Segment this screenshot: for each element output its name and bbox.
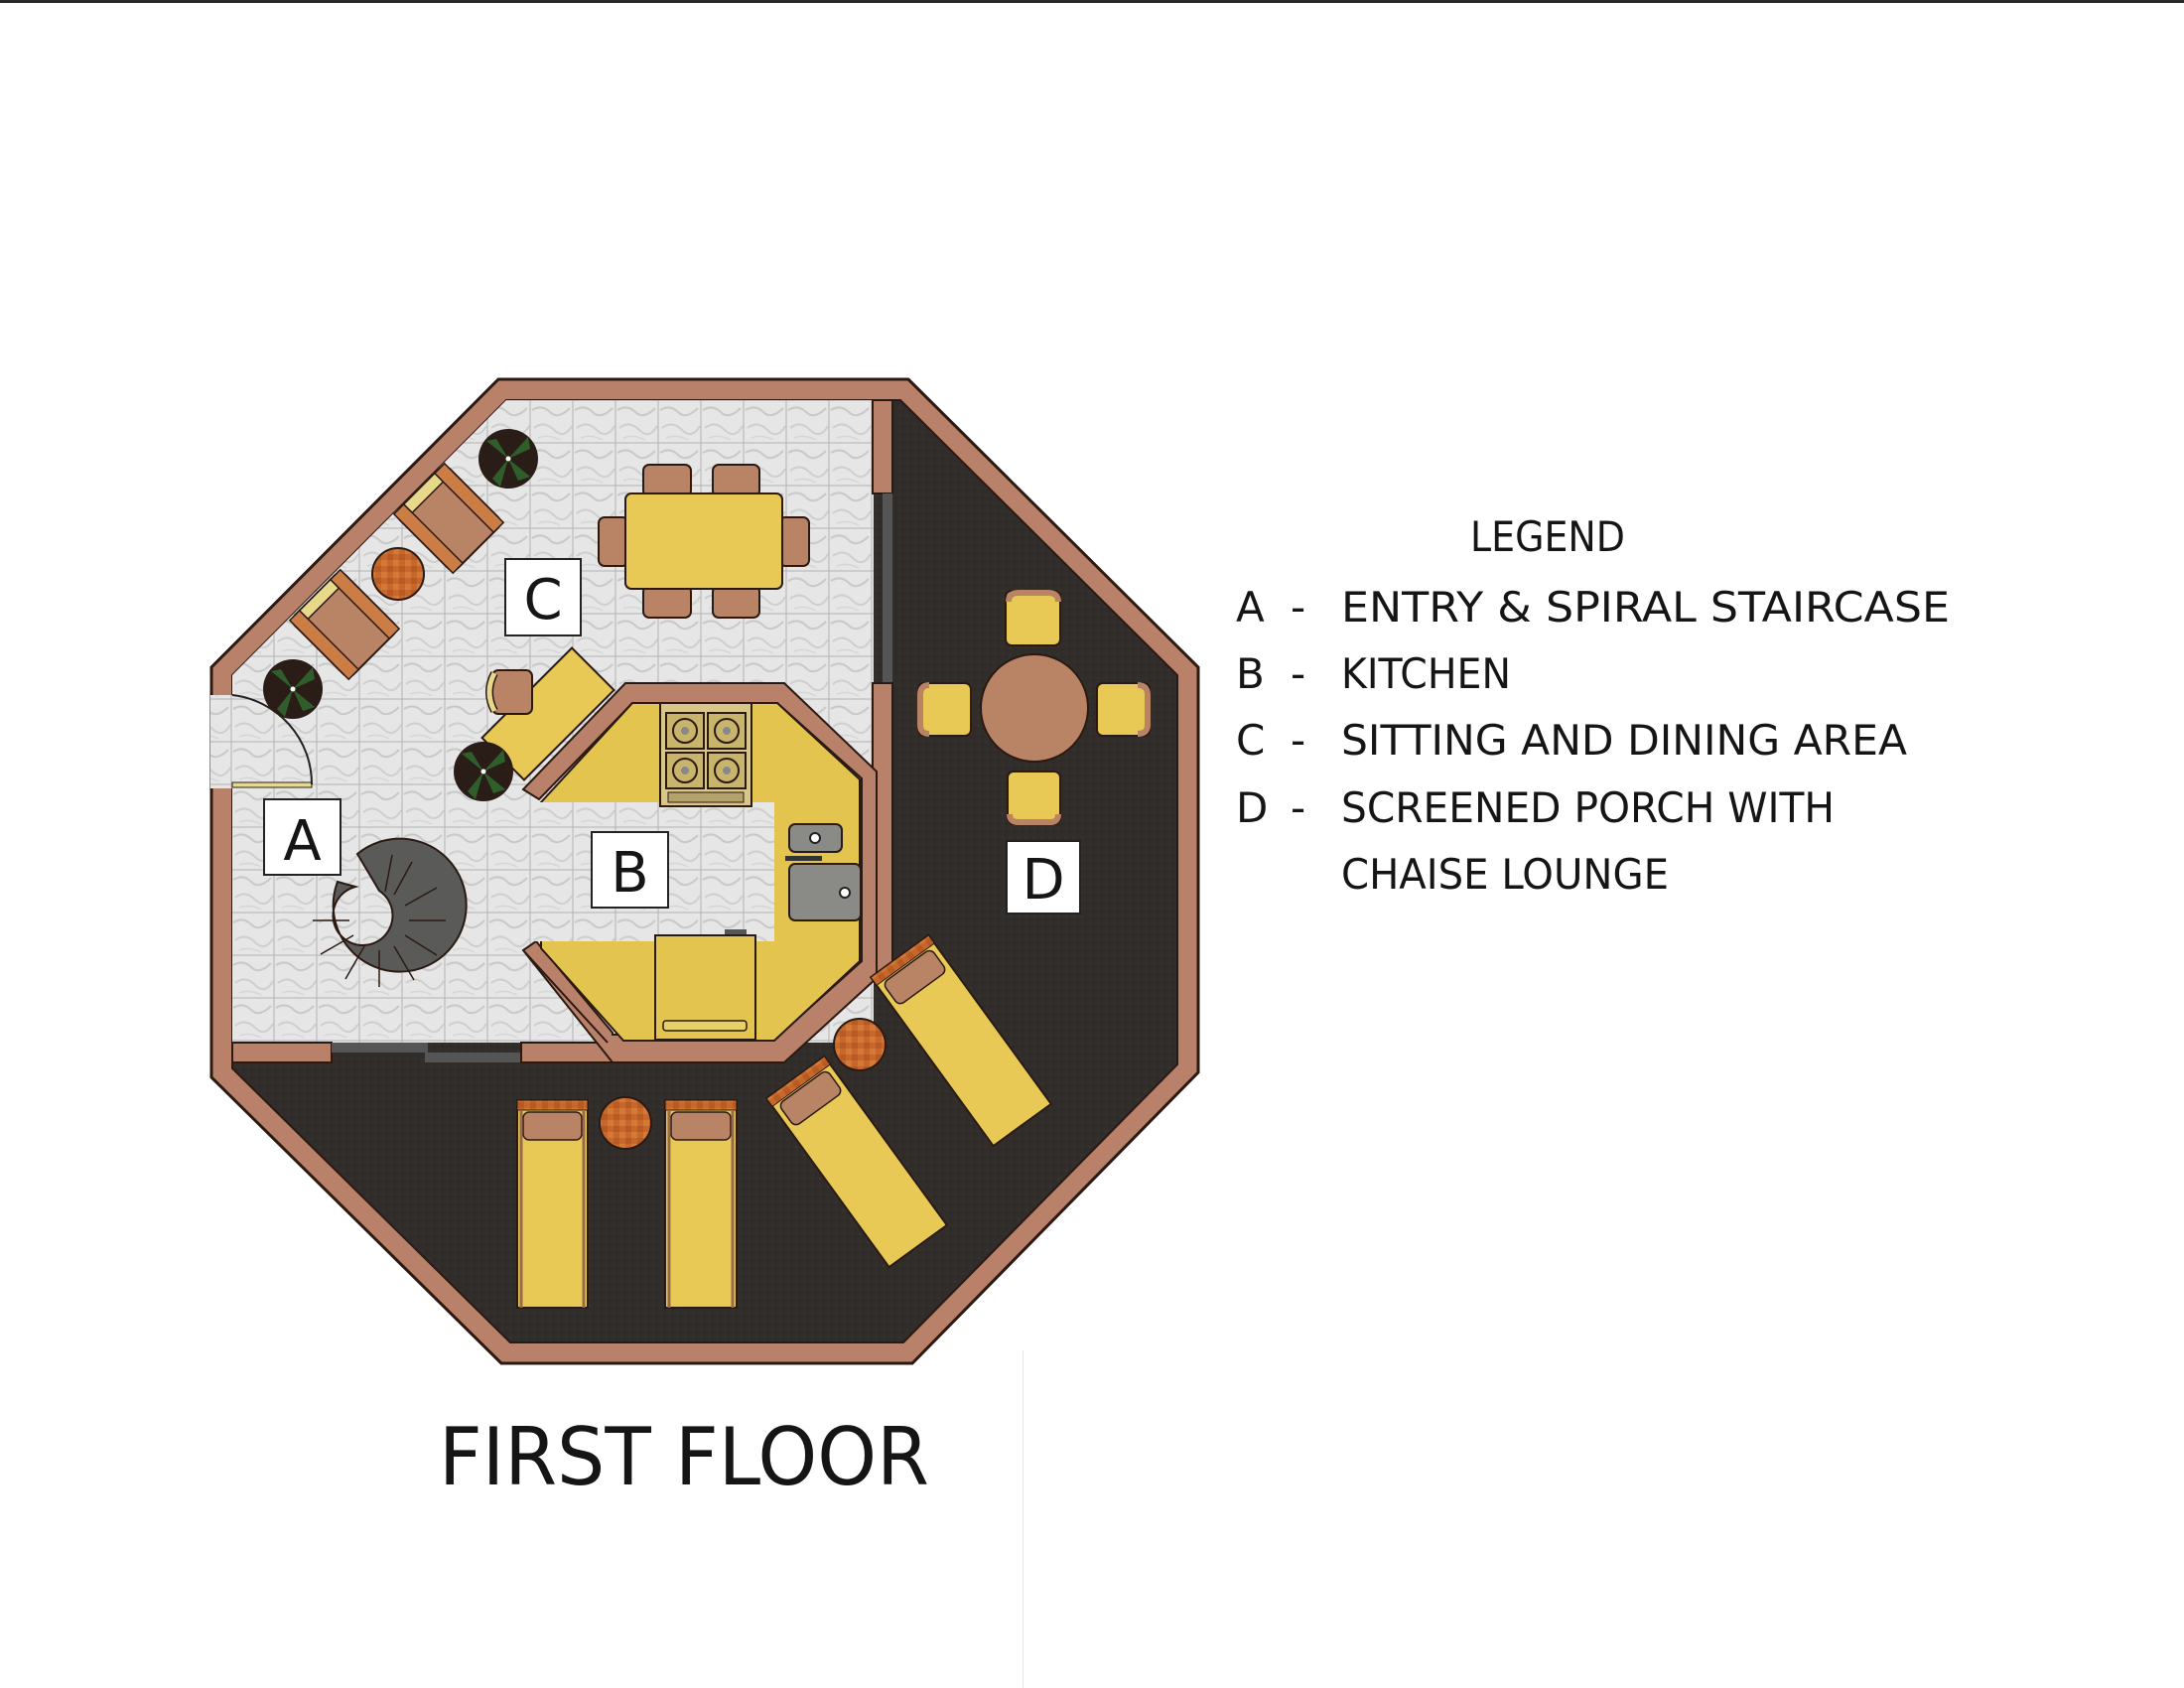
spiral-staircase <box>313 837 468 987</box>
room-label-a: A <box>263 798 341 876</box>
kitchen-sink <box>785 823 862 921</box>
legend-dash-c: - <box>1291 716 1305 765</box>
room-label-d: D <box>1006 840 1081 914</box>
porch-side-table-2 <box>833 1018 887 1071</box>
legend-key-d: D <box>1236 783 1268 832</box>
room-label-c: C <box>504 558 582 636</box>
potted-plant-1 <box>478 429 538 489</box>
refrigerator <box>654 929 756 1041</box>
svg-text:B: B <box>611 841 648 906</box>
dining-set <box>598 464 810 619</box>
counter-stool <box>485 669 533 715</box>
screen-panel <box>883 493 892 683</box>
legend-dash-d: - <box>1291 783 1305 832</box>
legend-label-d: SCREENED PORCH WITH <box>1341 783 1835 832</box>
legend-key-a: A <box>1236 583 1265 632</box>
chaise-lounge-1 <box>516 1099 589 1309</box>
legend-label-a: ENTRY & SPIRAL STAIRCASE <box>1341 583 1950 632</box>
interior-wall-bottom-left <box>231 1042 333 1063</box>
legend-heading: LEGEND <box>1470 512 1625 561</box>
entry-door-swing-arc <box>231 694 314 785</box>
legend-label-c: SITTING AND DINING AREA <box>1341 716 1907 765</box>
stove <box>659 702 752 807</box>
legend: LEGEND A - ENTRY & SPIRAL STAIRCASE B - … <box>1236 512 1950 899</box>
sliding-door-panel-1 <box>332 1043 428 1053</box>
entry-door-opening <box>210 695 233 788</box>
side-table <box>371 547 425 601</box>
chaise-lounge-4 <box>869 933 1053 1148</box>
svg-text:C: C <box>523 568 562 633</box>
room-label-b: B <box>591 831 669 909</box>
legend-label-b: KITCHEN <box>1341 649 1511 698</box>
legend-label-d-line2: CHAISE LOUNGE <box>1341 850 1669 899</box>
porch-dining-set <box>917 590 1151 825</box>
sliding-door-panel-2 <box>425 1053 521 1062</box>
legend-key-b: B <box>1236 649 1265 698</box>
potted-plant-2 <box>263 659 323 719</box>
porch-side-table-1 <box>599 1096 652 1150</box>
svg-text:A: A <box>283 809 321 874</box>
svg-text:D: D <box>1022 848 1064 913</box>
chaise-lounge-2 <box>664 1099 738 1309</box>
page-top-border <box>0 0 2184 3</box>
armchair-upper <box>392 462 505 575</box>
drawing-title: FIRST FLOOR <box>439 1411 929 1503</box>
legend-key-c: C <box>1236 716 1265 765</box>
armchair-lower <box>288 568 401 681</box>
scan-fold-line <box>1023 1350 1024 1688</box>
interior-wall-right-upper <box>872 399 893 494</box>
legend-dash-b: - <box>1291 649 1305 698</box>
entry-door-leaf <box>231 781 313 788</box>
chaise-lounge-3 <box>764 1055 949 1269</box>
legend-dash-a: - <box>1291 583 1305 632</box>
potted-plant-3 <box>454 742 513 801</box>
